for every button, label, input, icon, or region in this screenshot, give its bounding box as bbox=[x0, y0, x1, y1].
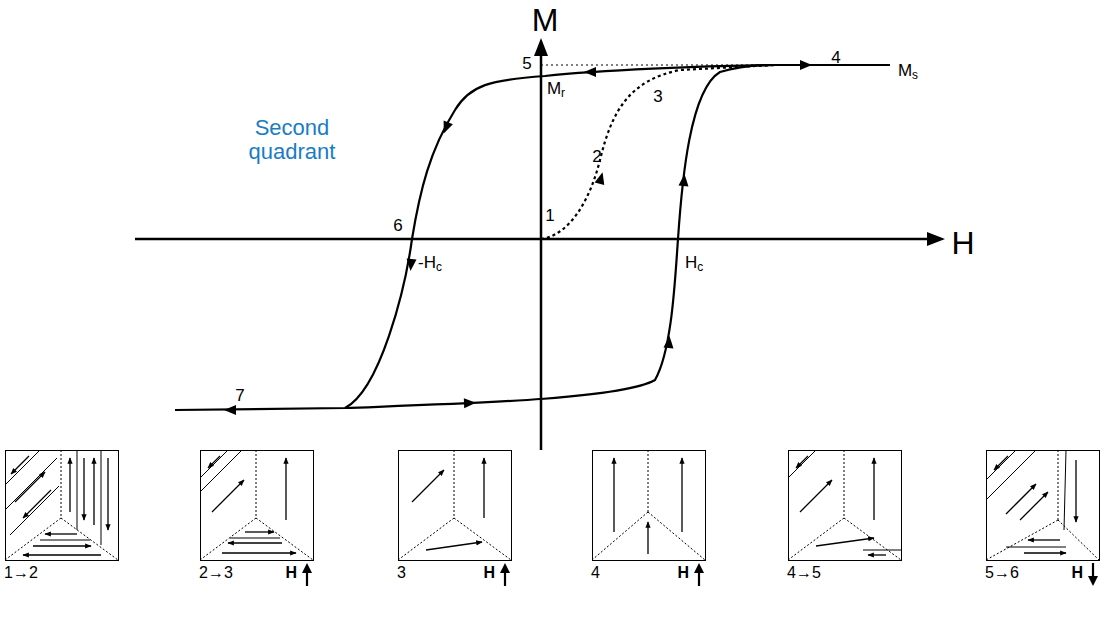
field-label: H bbox=[677, 564, 689, 582]
curve-label: Mr bbox=[547, 80, 565, 100]
curve-label: 5 bbox=[522, 55, 531, 74]
stage-caption: 1→2 bbox=[4, 564, 38, 582]
axis-label: H bbox=[951, 226, 974, 261]
domain-panel: 4H bbox=[592, 450, 706, 561]
stage-caption: 2→3 bbox=[199, 564, 233, 582]
stage-caption: 4 bbox=[591, 564, 600, 582]
curve-label: Ms bbox=[898, 62, 918, 82]
field-label: H bbox=[483, 564, 495, 582]
field-arrows bbox=[302, 563, 1098, 586]
domain-panel: 4→5 bbox=[788, 450, 902, 561]
domain-panel: 1→2 bbox=[5, 450, 119, 561]
curve-label: 1 bbox=[545, 207, 554, 226]
curve-label: -Hc bbox=[418, 254, 442, 274]
axis-label: M bbox=[532, 3, 559, 38]
stage-caption: 5→6 bbox=[985, 564, 1019, 582]
domain-panel: 5→6H bbox=[986, 450, 1100, 561]
domain-panel: 3H bbox=[398, 450, 512, 561]
curve-label: 3 bbox=[653, 88, 662, 107]
curve-label: 7 bbox=[235, 387, 244, 406]
domain-panels bbox=[5, 450, 1099, 560]
quadrant-note: Second quadrant bbox=[232, 116, 352, 164]
curve-label: Hc bbox=[685, 254, 703, 274]
axes bbox=[135, 38, 945, 450]
stage-caption: 3 bbox=[397, 564, 406, 582]
curve-label: 4 bbox=[831, 49, 840, 68]
hysteresis-loop bbox=[175, 65, 890, 410]
curve-label: 2 bbox=[592, 148, 601, 167]
domain-panel: 2→3H bbox=[200, 450, 314, 561]
loop-arrowheads bbox=[224, 60, 812, 415]
curve-label: 6 bbox=[393, 217, 402, 236]
stage-caption: 4→5 bbox=[787, 564, 821, 582]
field-label: H bbox=[285, 564, 297, 582]
field-label: H bbox=[1071, 564, 1083, 582]
